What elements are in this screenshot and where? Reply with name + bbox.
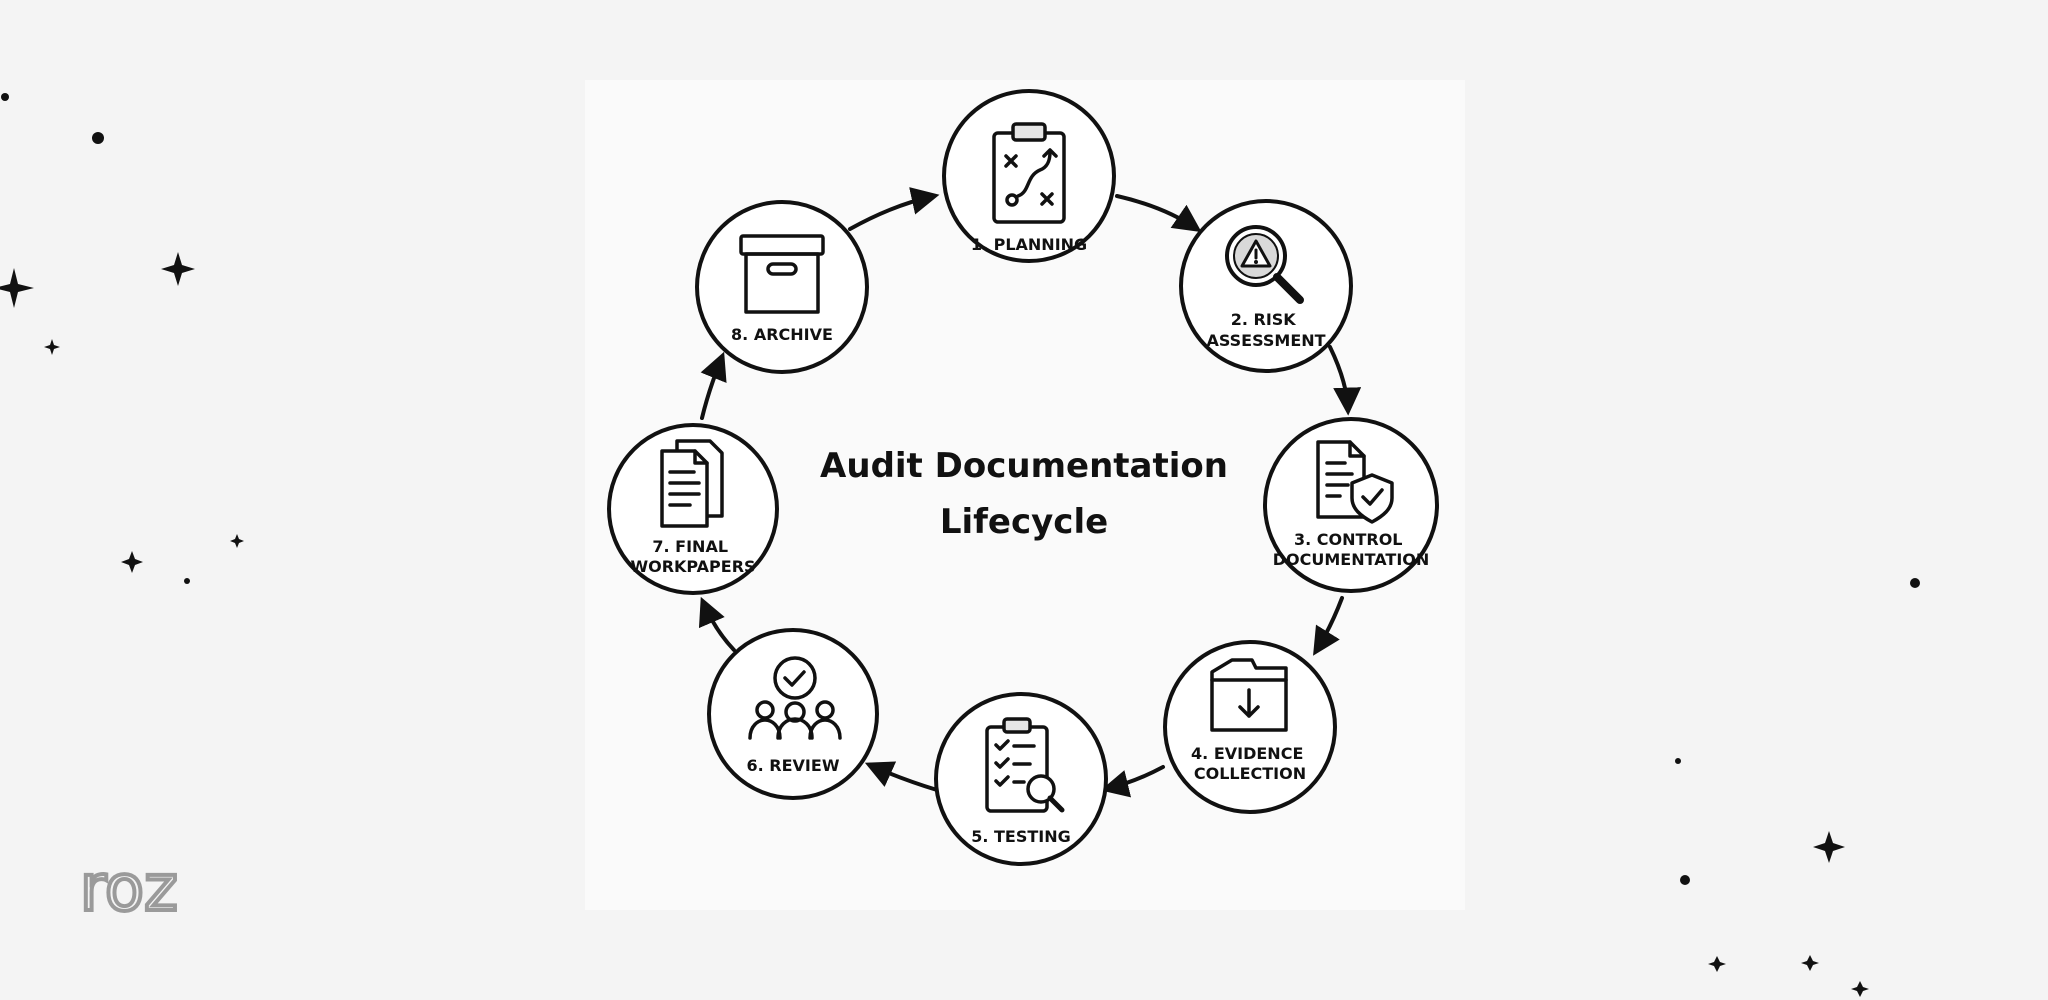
step-risk-assessment: 2. RISK ASSESSMENT <box>1179 199 1353 373</box>
step-testing: 5. TESTING <box>934 692 1108 866</box>
step-final-workpapers: 7. FINAL WORKPAPERS <box>607 423 779 595</box>
diagram-title: Audit Documentation Lifecycle <box>820 446 1228 542</box>
decorative-sparkles <box>0 93 1920 997</box>
cycle-arrows <box>698 187 1362 798</box>
document-shield-icon <box>1316 440 1394 524</box>
team-check-icon <box>748 656 842 740</box>
step-planning-label: 1. PLANNING <box>971 235 1087 254</box>
step-review-label: 6. REVIEW <box>747 756 840 775</box>
step-testing-label: 5. TESTING <box>971 827 1071 846</box>
step-control-documentation-label: 3. CONTROL DOCUMENTATION <box>1273 530 1430 569</box>
step-evidence-collection: 4. EVIDENCE COLLECTION <box>1163 640 1337 814</box>
folder-download-icon <box>1210 658 1288 732</box>
step-evidence-collection-label: 4. EVIDENCE COLLECTION <box>1191 744 1309 783</box>
step-archive: 8. ARCHIVE <box>695 200 869 374</box>
step-planning: 1. PLANNING <box>942 89 1116 263</box>
step-risk-assessment-label: 2. RISK ASSESSMENT <box>1206 310 1325 350</box>
archive-box-icon <box>739 234 825 314</box>
title-line-1: Audit Documentation <box>820 446 1228 486</box>
clipboard-strategy-icon <box>992 122 1066 224</box>
title-line-2: Lifecycle <box>940 502 1108 542</box>
step-final-workpapers-label: 7. FINAL WORKPAPERS <box>630 537 755 576</box>
brand-logo: roz <box>80 852 178 926</box>
magnifier-warning-icon <box>1225 225 1304 304</box>
stacked-documents-icon <box>660 439 724 528</box>
step-review: 6. REVIEW <box>707 628 879 800</box>
checklist-magnifier-icon <box>985 717 1065 813</box>
step-control-documentation: 3. CONTROL DOCUMENTATION <box>1263 417 1439 593</box>
step-archive-label: 8. ARCHIVE <box>731 325 833 344</box>
